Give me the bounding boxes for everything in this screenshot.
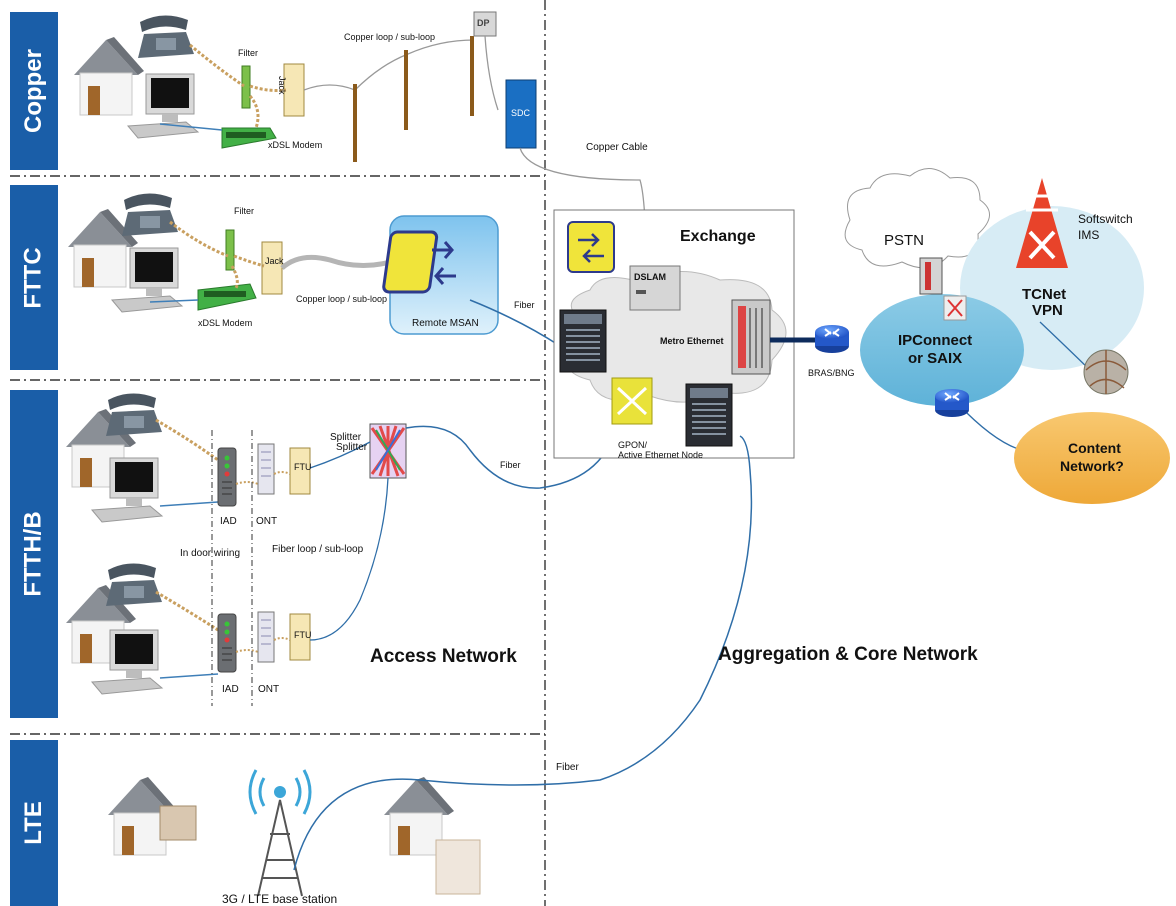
fttc-modem-label: xDSL Modem xyxy=(198,318,253,328)
exchange-chassis-left-icon xyxy=(559,309,607,373)
fttc-phone-icon xyxy=(122,193,178,236)
ipconnect-label-2: or SAIX xyxy=(908,350,963,367)
access-network-label: Access Network xyxy=(370,646,517,667)
content-network-label-1: Content xyxy=(1068,440,1121,456)
fiber-loop-label: Fiber loop / sub-loop xyxy=(272,544,364,555)
fttc-copper-loop-line xyxy=(280,254,391,270)
copper-jack-label: Jack xyxy=(277,76,287,95)
ipconnect-router-icon xyxy=(943,295,967,321)
ftth-ont-1-label: ONT xyxy=(256,516,278,527)
indoor-wiring-label: In door wiring xyxy=(180,548,241,559)
copper-cable-label: Copper Cable xyxy=(586,142,648,153)
content-network-cloud xyxy=(1014,412,1170,504)
content-network-label-2: Network? xyxy=(1060,458,1124,474)
bras-label: BRAS/BNG xyxy=(808,368,855,378)
gpon-label-1: GPON/ xyxy=(618,440,648,450)
ipconnect-label-1: IPConnect xyxy=(898,332,973,349)
fttc-filter-label: Filter xyxy=(234,206,254,216)
ftth-ont-2-icon xyxy=(257,611,275,663)
pstn-cloud xyxy=(844,168,990,269)
ftth-ont-2-label: ONT xyxy=(258,684,280,695)
splitter-label-1: Splitter xyxy=(330,432,362,443)
tcnet-label-1: TCNet xyxy=(1022,286,1067,303)
copper-dp-label: DP xyxy=(477,18,490,28)
base-station-label: 3G / LTE base station xyxy=(222,892,338,906)
ftth-ont-1-icon xyxy=(257,443,275,495)
metro-ethernet-cloud xyxy=(562,271,787,403)
ftth-iad-1-icon xyxy=(217,447,237,507)
section-fttc: FTTC xyxy=(10,185,58,370)
ftth-ftu-1-label: FTU xyxy=(294,462,312,472)
ftth-fiber-loop-line xyxy=(309,477,389,641)
copper-sdc-cabinet xyxy=(505,79,537,149)
ftth-iad-1-label: IAD xyxy=(220,516,237,527)
pstn-switch-icon xyxy=(919,257,943,295)
fttc-modem-icon xyxy=(197,283,257,311)
core-network-label: Aggregation & Core Network xyxy=(718,644,978,665)
gpon-switch-icon xyxy=(611,377,653,425)
lte-user-1-photo xyxy=(159,805,197,841)
core-router-icon xyxy=(934,388,970,418)
exchange-chassis-bottom-icon xyxy=(685,383,733,447)
exchange-chassis-right-icon xyxy=(731,299,771,375)
fttc-jack-icon xyxy=(261,241,283,295)
divider-lines xyxy=(10,0,546,906)
lte-fiber-line xyxy=(293,435,753,871)
pstn-label: PSTN xyxy=(884,232,925,249)
copper-modem-label: xDSL Modem xyxy=(268,140,323,150)
copper-filter-label: Filter xyxy=(238,48,258,58)
globe-icon xyxy=(1083,349,1129,395)
dslam-label: DSLAM xyxy=(634,272,666,282)
base-station-icon xyxy=(248,769,312,897)
splitter-icon xyxy=(369,423,407,479)
ipconnect-saix-cloud xyxy=(860,294,1024,406)
copper-phone-icon xyxy=(138,15,194,59)
ftth-phone-2-icon xyxy=(106,563,162,606)
fttc-jack-label: Jack xyxy=(265,256,284,266)
copper-sdc-label: SDC xyxy=(511,108,531,118)
softswitch-ims-icon xyxy=(1016,178,1068,268)
softswitch-label: Softswitch xyxy=(1078,212,1133,226)
dslam-icon xyxy=(629,265,681,311)
ftth-fiber-line xyxy=(405,425,617,489)
section-ftth: FTTH/B xyxy=(10,390,58,718)
ftth-fiber-label: Fiber xyxy=(500,460,521,470)
copper-computer-icon xyxy=(127,73,199,139)
section-copper: Copper xyxy=(10,12,58,170)
metro-ethernet-label: Metro Ethernet xyxy=(660,336,724,346)
tcnet-label-2: VPN xyxy=(1032,302,1063,319)
bras-router-icon xyxy=(814,324,850,354)
ftth-iad-2-label: IAD xyxy=(222,684,239,695)
exchange-title: Exchange xyxy=(680,228,756,245)
ftth-ftu-2-label: FTU xyxy=(294,630,312,640)
copper-modem-icon xyxy=(221,127,277,149)
ims-label: IMS xyxy=(1078,228,1100,242)
fttc-filter-icon xyxy=(225,229,235,271)
fttc-fiber-line xyxy=(469,299,561,347)
copper-pole-2 xyxy=(404,50,408,130)
exchange-msan-icon xyxy=(567,221,615,273)
copper-pole-1 xyxy=(353,84,357,162)
copper-jack-icon xyxy=(283,63,305,117)
ftth-iad-2-icon xyxy=(217,613,237,673)
remote-msan-label: Remote MSAN xyxy=(412,318,479,329)
copper-loop-label: Copper loop / sub-loop xyxy=(344,32,436,42)
fttc-fiber-label: Fiber xyxy=(514,300,535,310)
lte-user-2-photo xyxy=(435,839,481,895)
ftth-phone-1-icon xyxy=(106,393,162,436)
splitter-label-2: Splitter xyxy=(336,442,368,453)
section-lte: LTE xyxy=(10,740,58,906)
copper-house-icon xyxy=(73,36,145,116)
gpon-label-2: Active Ethernet Node xyxy=(618,450,704,460)
copper-pole-3 xyxy=(470,36,474,116)
remote-msan xyxy=(382,215,499,335)
fttc-loop-label: Copper loop / sub-loop xyxy=(296,294,388,304)
lte-fiber-label: Fiber xyxy=(556,762,579,773)
